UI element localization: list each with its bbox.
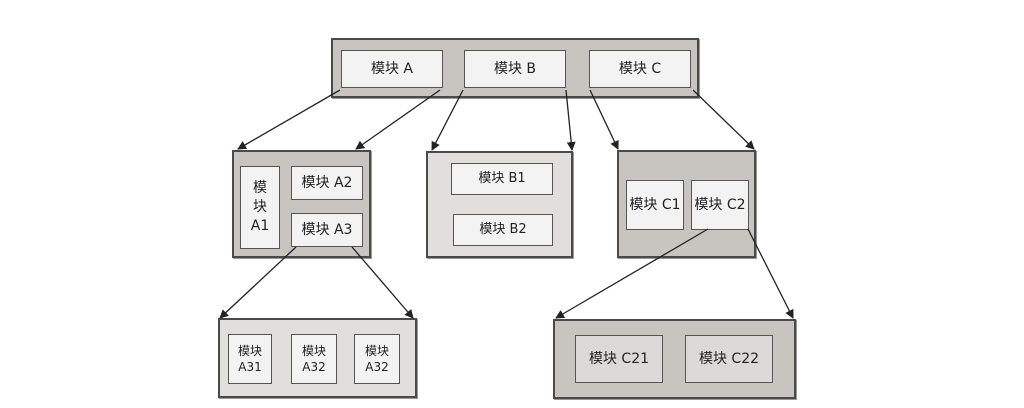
module-a: 模块 A xyxy=(341,50,443,88)
module-a1: 模 块 A1 xyxy=(240,166,280,249)
top-module-group: 模块 A 模块 B 模块 C xyxy=(331,38,699,98)
module-c1: 模块 C1 xyxy=(626,180,684,230)
module-a3-group: 模块 A31 模块 A32 模块 A32 xyxy=(218,318,417,398)
module-a32-first: 模块 A32 xyxy=(291,334,337,384)
module-a31: 模块 A31 xyxy=(228,334,272,384)
module-c: 模块 C xyxy=(589,50,691,88)
arrow-a3-to-group-right xyxy=(351,246,414,319)
arrow-c-to-group-right xyxy=(692,89,755,150)
module-b2: 模块 B2 xyxy=(453,214,553,246)
module-b1: 模块 B1 xyxy=(451,163,553,195)
module-b: 模块 B xyxy=(464,50,566,88)
arrow-a3-to-group-left xyxy=(219,246,297,319)
module-c2: 模块 C2 xyxy=(691,180,749,230)
module-c21: 模块 C21 xyxy=(575,335,663,383)
arrow-c-to-group-left xyxy=(589,89,619,150)
module-b-group: 模块 B1 模块 B2 xyxy=(426,151,573,258)
module-a-group: 模 块 A1 模块 A2 模块 A3 xyxy=(232,150,371,258)
arrow-a-to-group-left xyxy=(237,89,341,150)
arrow-c2-to-group-right xyxy=(747,228,794,319)
module-a2: 模块 A2 xyxy=(291,166,363,200)
arrow-b-to-group-right xyxy=(565,89,576,151)
module-c22: 模块 C22 xyxy=(685,335,773,383)
module-a3: 模块 A3 xyxy=(291,213,363,247)
arrow-b-to-group-left xyxy=(431,89,464,151)
arrow-a-to-group-right xyxy=(355,89,441,150)
module-c2-group: 模块 C21 模块 C22 xyxy=(553,319,796,399)
module-a32-second: 模块 A32 xyxy=(354,334,400,384)
arrow-c2-to-group-left xyxy=(555,228,709,319)
module-c-group: 模块 C1 模块 C2 xyxy=(617,150,756,258)
